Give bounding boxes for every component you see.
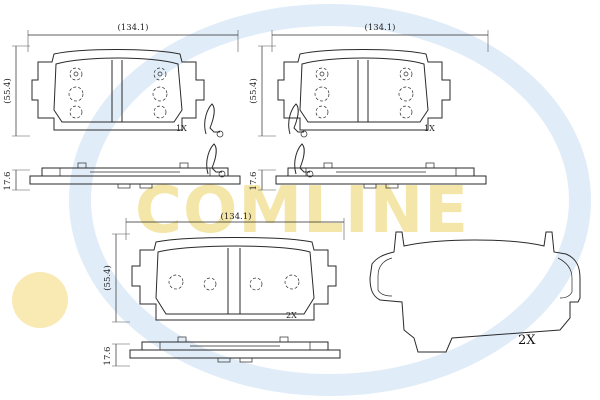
pad-top-right-height-dim: (55.4) — [248, 78, 259, 104]
pad-top-left-thickness-dim: 17.6 — [3, 172, 13, 191]
pad-bottom-qty: 2X — [286, 311, 297, 320]
pad-bottom-thickness-dim: 17.6 — [103, 347, 113, 366]
pad-top-left-qty: 1X — [176, 124, 187, 133]
watermark: COMLINE — [12, 4, 591, 396]
pad-top-right-qty: 1X — [424, 124, 435, 133]
pad-bottom-height-dim: (55.4) — [102, 265, 113, 291]
pad-top-left: (134.1) (55.4) 1X 17.6 — [2, 22, 241, 191]
shim-qty: 2X — [518, 333, 536, 348]
watermark-dot — [12, 272, 68, 328]
watermark-text: COMLINE — [135, 174, 469, 248]
pad-top-right: (134.1) (55.4) 1X 17.6 — [248, 22, 489, 191]
pad-top-left-width-dim: (134.1) — [118, 22, 149, 33]
pad-top-right-thickness-dim: 17.6 — [249, 172, 259, 191]
pad-bottom-width-dim: (134.1) — [221, 211, 252, 222]
watermark-ring — [69, 4, 591, 396]
pad-top-left-height-dim: (55.4) — [2, 78, 13, 104]
pad-top-right-width-dim: (134.1) — [365, 22, 396, 33]
shim: 2X — [369, 231, 581, 353]
pad-bottom: (134.1) (55.4) 2X 17.6 — [102, 211, 345, 367]
